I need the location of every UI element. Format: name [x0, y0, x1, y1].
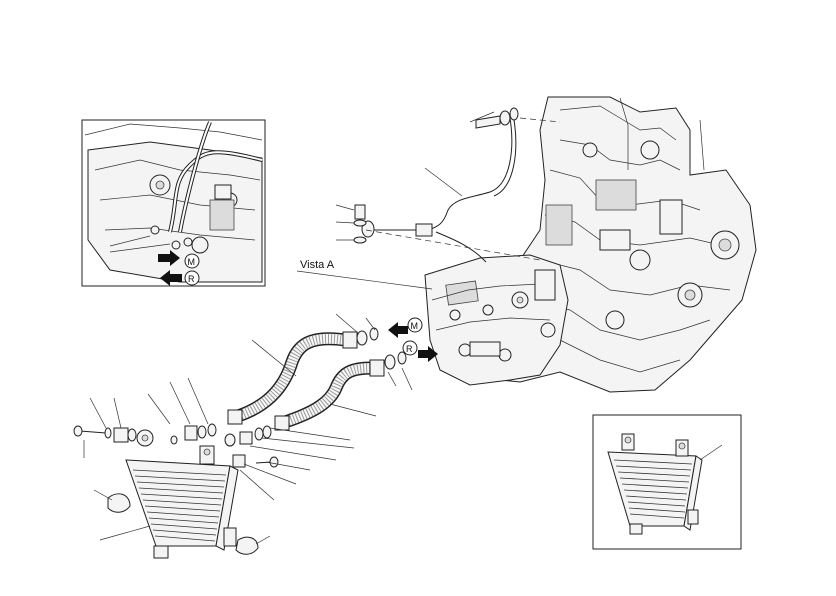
inset-flow-out-label: M [188, 257, 196, 267]
inset-oil-cooler-detail [592, 414, 742, 550]
fittings-and-washers [73, 377, 355, 501]
flow-arrows-gearbox: M R [388, 317, 438, 362]
flow-return-label: R [406, 344, 413, 354]
inset-flow-return-label: R [188, 274, 195, 284]
view-a-label: Vista A [300, 259, 335, 271]
upper-oil-pipe-assembly [335, 107, 561, 263]
gearbox-housing-illustration [424, 254, 569, 386]
inset-engine-detail: M R [81, 119, 266, 287]
lower-oil-hoses [227, 313, 413, 431]
flow-out-label: M [411, 321, 419, 331]
oil-cooler-radiator [93, 445, 271, 559]
